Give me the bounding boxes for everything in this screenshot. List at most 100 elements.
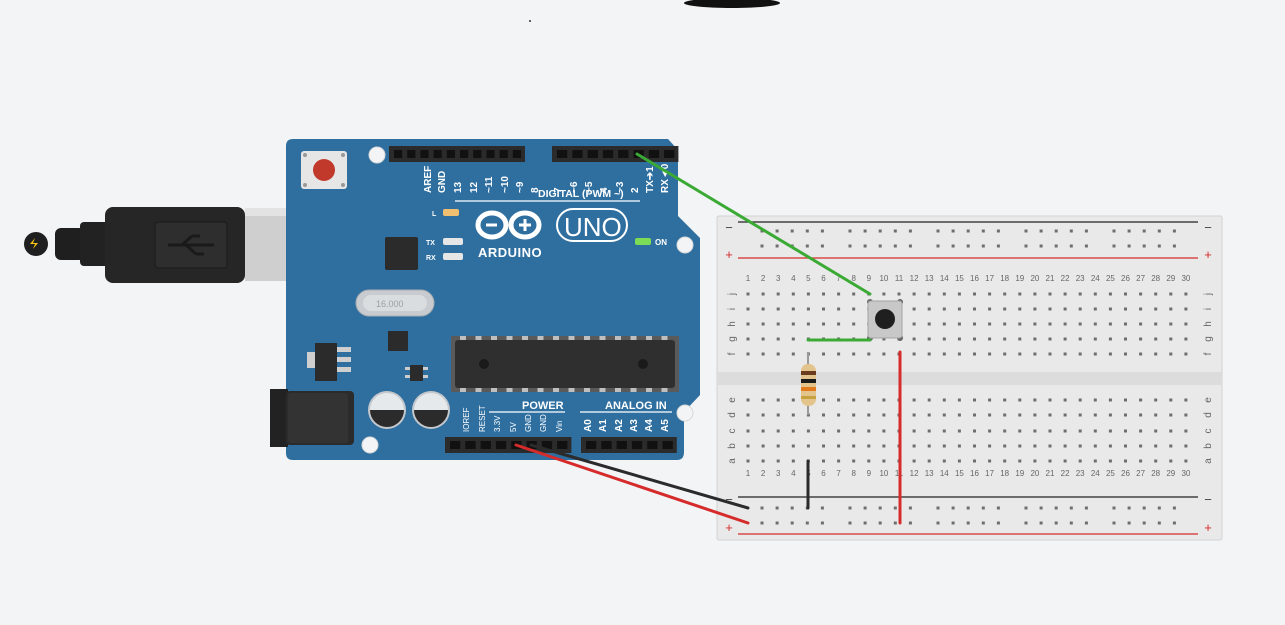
breadboard-hole[interactable] <box>761 444 765 448</box>
rail-hole[interactable] <box>966 506 970 510</box>
rail-hole[interactable] <box>1142 521 1146 525</box>
breadboard-hole[interactable] <box>776 413 780 417</box>
breadboard-hole[interactable] <box>1093 429 1097 433</box>
rail-hole[interactable] <box>1084 244 1088 248</box>
rail-hole[interactable] <box>996 506 1000 510</box>
breadboard-hole[interactable] <box>1018 307 1022 311</box>
breadboard-hole[interactable] <box>1033 337 1037 341</box>
rail-hole[interactable] <box>1069 229 1073 233</box>
rail-hole[interactable] <box>1142 506 1146 510</box>
breadboard-hole[interactable] <box>1093 322 1097 326</box>
rail-hole[interactable] <box>1157 521 1161 525</box>
rail-hole[interactable] <box>1069 506 1073 510</box>
wires[interactable] <box>514 152 902 525</box>
breadboard-hole[interactable] <box>837 307 841 311</box>
breadboard-hole[interactable] <box>837 444 841 448</box>
breadboard-hole[interactable] <box>1139 459 1143 463</box>
rail-hole[interactable] <box>1127 521 1131 525</box>
rail-hole[interactable] <box>951 244 955 248</box>
breadboard-hole[interactable] <box>1124 337 1127 341</box>
breadboard-hole[interactable] <box>1078 307 1082 311</box>
breadboard-hole[interactable] <box>942 322 946 326</box>
breadboard-hole[interactable] <box>927 322 931 326</box>
breadboard-hole[interactable] <box>1108 459 1112 463</box>
breadboard-hole[interactable] <box>1048 459 1052 463</box>
header-socket[interactable] <box>499 150 508 158</box>
breadboard-hole[interactable] <box>806 307 810 311</box>
breadboard-hole[interactable] <box>1048 444 1052 448</box>
header-socket[interactable] <box>450 441 461 449</box>
rail-hole[interactable] <box>863 521 867 525</box>
breadboard-hole[interactable] <box>1184 413 1188 417</box>
rail-hole[interactable] <box>863 244 867 248</box>
breadboard-hole[interactable] <box>867 398 871 402</box>
breadboard-hole[interactable] <box>1003 398 1007 402</box>
breadboard-hole[interactable] <box>791 413 795 417</box>
breadboard-hole[interactable] <box>1124 444 1127 448</box>
rail-hole[interactable] <box>1024 229 1028 233</box>
breadboard-hole[interactable] <box>927 429 931 433</box>
rail-hole[interactable] <box>760 229 764 233</box>
breadboard-hole[interactable] <box>1048 307 1052 311</box>
rail-hole[interactable] <box>893 244 897 248</box>
breadboard-hole[interactable] <box>1108 337 1112 341</box>
rail-hole[interactable] <box>805 521 809 525</box>
breadboard-hole[interactable] <box>776 429 780 433</box>
breadboard-hole[interactable] <box>927 352 931 356</box>
header-socket[interactable] <box>648 150 660 158</box>
breadboard-hole[interactable] <box>882 444 886 448</box>
breadboard-hole[interactable] <box>1124 459 1127 463</box>
breadboard-hole[interactable] <box>988 413 992 417</box>
rail-hole[interactable] <box>790 229 794 233</box>
breadboard-hole[interactable] <box>1063 398 1067 402</box>
rail-hole[interactable] <box>1142 244 1146 248</box>
rail-hole[interactable] <box>848 229 852 233</box>
breadboard-hole[interactable] <box>927 459 931 463</box>
breadboard-hole[interactable] <box>761 292 765 296</box>
header-socket[interactable] <box>473 150 482 158</box>
rail-hole[interactable] <box>1054 506 1058 510</box>
breadboard-hole[interactable] <box>973 337 976 341</box>
rail-hole[interactable] <box>908 506 912 510</box>
rail-hole[interactable] <box>1084 229 1088 233</box>
breadboard-hole[interactable] <box>912 322 916 326</box>
breadboard-hole[interactable] <box>1154 459 1158 463</box>
rail-hole[interactable] <box>848 244 852 248</box>
rail-hole[interactable] <box>863 229 867 233</box>
breadboard-hole[interactable] <box>806 429 810 433</box>
breadboard-hole[interactable] <box>1078 352 1082 356</box>
breadboard-hole[interactable] <box>761 352 765 356</box>
breadboard-hole[interactable] <box>1003 413 1007 417</box>
breadboard-hole[interactable] <box>1093 413 1097 417</box>
header-socket[interactable] <box>602 150 614 158</box>
breadboard-hole[interactable] <box>1003 444 1007 448</box>
breadboard-hole[interactable] <box>776 444 780 448</box>
breadboard-hole[interactable] <box>822 459 825 463</box>
rail-hole[interactable] <box>966 229 970 233</box>
breadboard-hole[interactable] <box>1124 292 1127 296</box>
breadboard-hole[interactable] <box>746 322 750 326</box>
breadboard-hole[interactable] <box>776 352 780 356</box>
breadboard-hole[interactable] <box>746 444 750 448</box>
breadboard-hole[interactable] <box>973 322 976 326</box>
header-socket[interactable] <box>460 150 469 158</box>
breadboard-hole[interactable] <box>1108 322 1112 326</box>
header-socket[interactable] <box>407 150 416 158</box>
breadboard-hole[interactable] <box>1078 459 1082 463</box>
breadboard-hole[interactable] <box>1063 413 1067 417</box>
header-socket[interactable] <box>394 150 403 158</box>
breadboard-hole[interactable] <box>1018 413 1022 417</box>
breadboard-hole[interactable] <box>791 292 795 296</box>
breadboard-hole[interactable] <box>1108 352 1112 356</box>
breadboard-hole[interactable] <box>1124 307 1127 311</box>
rail-hole[interactable] <box>1024 244 1028 248</box>
breadboard-hole[interactable] <box>761 322 765 326</box>
rail-hole[interactable] <box>936 506 940 510</box>
breadboard-hole[interactable] <box>1063 322 1067 326</box>
breadboard-hole[interactable] <box>942 307 946 311</box>
breadboard-hole[interactable] <box>1124 429 1127 433</box>
breadboard-hole[interactable] <box>973 352 976 356</box>
breadboard-hole[interactable] <box>1033 459 1037 463</box>
breadboard-hole[interactable] <box>776 398 780 402</box>
rail-hole[interactable] <box>1039 229 1043 233</box>
